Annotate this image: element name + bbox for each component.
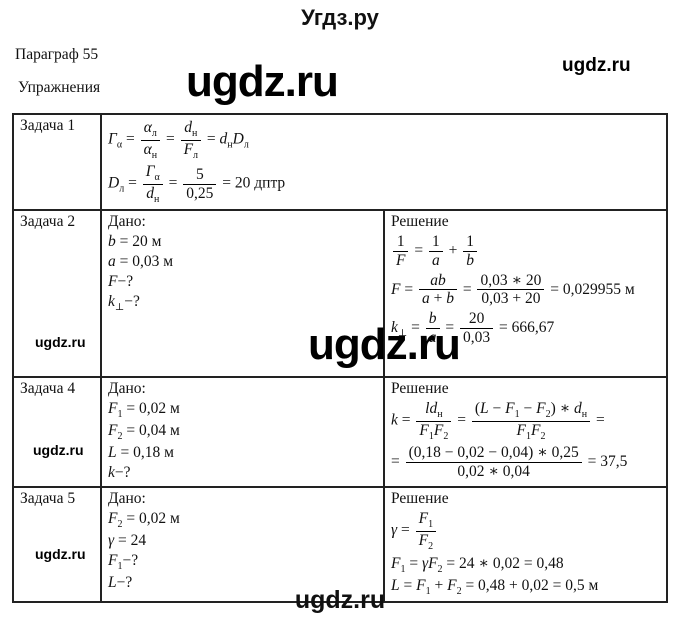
given-line: L = 0,18 м (108, 444, 174, 461)
watermark-row-task5: ugdz.ru (35, 546, 86, 562)
given-cell: Дано: b = 20 м a = 0,03 м F−? k⊥−? (100, 209, 385, 378)
given-line: L−? (108, 574, 133, 591)
given-cell: Дано: F2 = 0,02 м γ = 24 F1−? L−? (100, 486, 385, 603)
solution-label: Решение (391, 380, 449, 397)
watermark-top-right: ugdz.ru (562, 55, 631, 76)
task-label: Задача 1 (12, 113, 102, 211)
given-line: a = 0,03 м (108, 253, 174, 270)
given-label: Дано: (108, 490, 146, 507)
task-label: Задача 4 (12, 376, 102, 488)
paragraph-label: Параграф 55 (15, 46, 99, 63)
formula-line: L = F1 + F2 = 0,48 + 0,02 = 0,5 м (391, 577, 599, 597)
given-line: F2 = 0,02 м (108, 510, 180, 530)
site-title: Угдз.ру (301, 5, 379, 30)
exercises-label: Упражнения (18, 79, 101, 96)
task-label: Задача 5 (12, 486, 102, 603)
given-cell: Дано: F1 = 0,02 м F2 = 0,04 м L = 0,18 м… (100, 376, 385, 488)
table-row-task4: Задача 4 Дано: F1 = 0,02 м F2 = 0,04 м L… (12, 376, 668, 488)
watermark-header: ugdz.ru (186, 57, 339, 106)
solution-label: Решение (391, 213, 449, 230)
watermark-row-task2: ugdz.ru (35, 334, 86, 350)
given-line: F−? (108, 273, 134, 290)
given-line: b = 20 м (108, 233, 162, 250)
given-line: γ = 24 (108, 532, 147, 549)
watermark-row-task4: ugdz.ru (33, 442, 84, 458)
table-row-task2: Задача 2 Дано: b = 20 м a = 0,03 м F−? k… (12, 209, 668, 378)
solution-label: Решение (391, 490, 449, 507)
given-line: k−? (108, 464, 131, 481)
given-label: Дано: (108, 213, 146, 230)
watermark-footer: ugdz.ru (294, 586, 386, 614)
formula-line: F1 = γF2 = 24 ∗ 0,02 = 0,48 (391, 555, 564, 575)
given-line: k⊥−? (108, 293, 140, 313)
watermark-middle: ugdz.ru (308, 320, 461, 369)
given-label: Дано: (108, 380, 146, 397)
table-row-task5: Задача 5 Дано: F2 = 0,02 м γ = 24 F1−? L… (12, 486, 668, 603)
task-label: Задача 2 (12, 209, 102, 378)
given-line: F1−? (108, 552, 139, 572)
given-line: F1 = 0,02 м (108, 400, 180, 420)
given-line: F2 = 0,04 м (108, 422, 180, 442)
